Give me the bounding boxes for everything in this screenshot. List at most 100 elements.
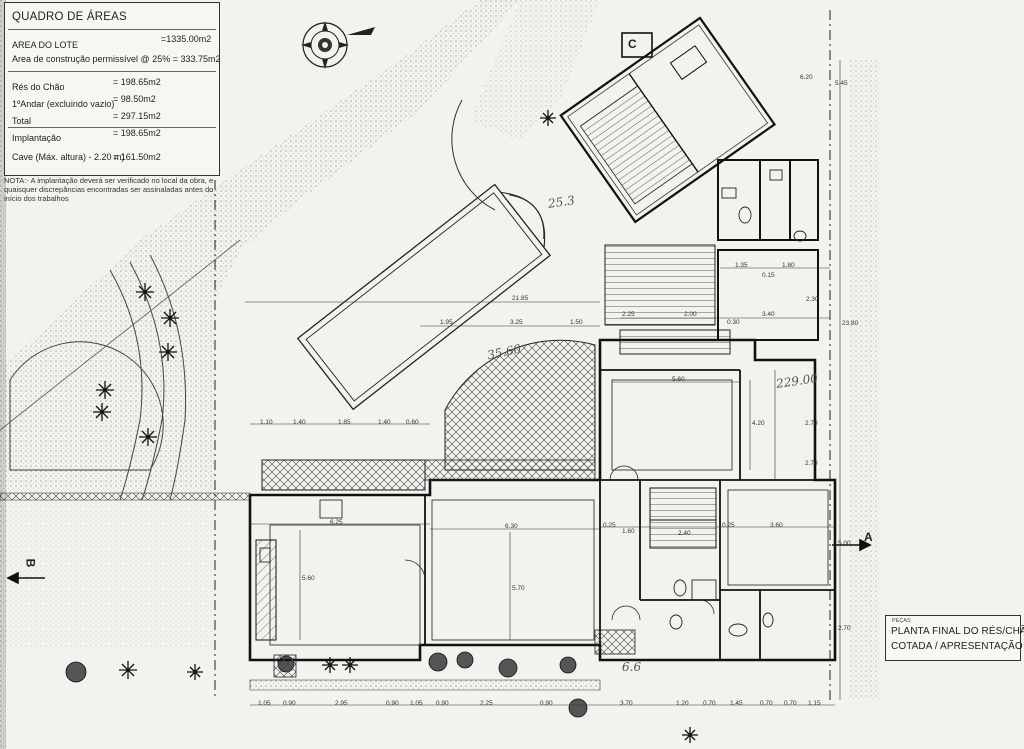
dimension-label: 5.45 <box>835 80 848 87</box>
dimension-label: 1.10 <box>260 419 273 426</box>
dimension-label: 1.60 <box>622 528 635 535</box>
dimension-label: 3.70 <box>620 700 633 707</box>
dimension-label: 0.90 <box>436 700 449 707</box>
area-row-label: Rés do Chão <box>12 82 65 92</box>
handwritten-note: 6.6 <box>622 660 642 674</box>
dimension-label: 0.90 <box>283 700 296 707</box>
dimension-label: 0.60 <box>406 419 419 426</box>
area-row-value: = 161.50m2 <box>113 152 161 162</box>
dimension-label: 1.20 <box>676 700 689 707</box>
section-label-c: C <box>628 37 637 51</box>
boundary-wall-west <box>0 492 251 501</box>
sheet-label: PEÇAS <box>892 618 911 624</box>
dimension-label: 1.35 <box>735 262 748 269</box>
kitchen-counter <box>255 539 277 641</box>
dimension-label: 1.80 <box>782 262 795 269</box>
dimension-label: 6.30 <box>505 523 518 530</box>
area-row-label: Area de construção permissível @ 25% = 3… <box>12 54 221 64</box>
area-table-title: QUADRO DE ÁREAS <box>12 11 127 23</box>
dimension-label: 1.05 <box>258 700 271 707</box>
dimension-label: 2.70 <box>805 420 818 427</box>
dimension-label: 1.85 <box>338 419 351 426</box>
kitchen-outline <box>269 524 421 646</box>
garden-gravel-east <box>850 60 880 700</box>
dimension-label: 6.25 <box>330 519 343 526</box>
round-terrace <box>444 339 596 471</box>
dimension-label: 1.15 <box>808 700 821 707</box>
section-marker-a <box>832 538 872 552</box>
dimension-label: 0.70 <box>703 700 716 707</box>
dimension-label: 5.60 <box>672 376 685 383</box>
dimension-label: 21.85 <box>512 295 529 302</box>
section-marker-b <box>6 571 45 585</box>
dimension-label: 6.20 <box>800 74 813 81</box>
dimension-label: 2.70 <box>805 460 818 467</box>
garden-gravel-west <box>0 0 520 490</box>
property-line-diag <box>0 239 241 431</box>
garden-arc <box>451 99 496 211</box>
verandah-strip <box>261 459 426 491</box>
sheet-title-line2: COTADA / APRESENTAÇÃO <box>891 641 1023 652</box>
bedroom-outline <box>727 489 829 586</box>
dimension-label: 0.90 <box>540 700 553 707</box>
dimension-label: 23.80 <box>842 320 859 327</box>
door-swings <box>404 465 715 621</box>
section-marker-c <box>621 32 653 58</box>
area-row-label: Total <box>12 116 32 126</box>
dimension-label: 0.25 <box>722 522 735 529</box>
garden-gravel-north <box>470 0 600 140</box>
area-row-value: = 198.65m2 <box>113 128 161 138</box>
service-block <box>717 159 819 341</box>
living-dining-outline <box>431 499 595 641</box>
compass-icon <box>301 21 375 69</box>
area-row-value: = 98.50m2 <box>113 94 156 104</box>
interior-walls <box>424 369 835 660</box>
area-row-value: =1335.00m2 <box>161 34 212 44</box>
dimension-label: 1.45 <box>730 700 743 707</box>
dimension-label: 3.60 <box>770 522 783 529</box>
stove-icon <box>319 499 343 519</box>
dimension-label: 5.00 <box>838 540 851 547</box>
dimension-label: 1.40 <box>293 419 306 426</box>
dimension-label: 0.90 <box>386 700 399 707</box>
dimension-label: 0.15 <box>762 272 775 279</box>
dimension-label: 2.40 <box>678 530 691 537</box>
area-row-value: = 297.15m2 <box>113 111 161 121</box>
sanitary-fixtures <box>721 169 807 242</box>
bathroom-fixtures <box>669 579 774 637</box>
garden-round-bed <box>9 341 164 471</box>
area-table-rule <box>8 71 216 72</box>
dimension-label: 5.60 <box>302 575 315 582</box>
dimension-label: 1.50 <box>570 319 583 326</box>
dimension-label: 3.25 <box>510 319 523 326</box>
site-note: NOTA:- A implantação deverá ser verifica… <box>4 176 214 203</box>
entry-steps <box>619 329 731 355</box>
swimming-pool <box>296 183 552 411</box>
terrace-steps <box>604 244 716 326</box>
dimension-label: 4.20 <box>752 420 765 427</box>
sheet-title-line1: PLANTA FINAL DO RÉS/CHÃO <box>891 626 1024 637</box>
dimension-lines <box>245 60 841 706</box>
dimension-label: 2.70 <box>838 625 851 632</box>
area-table-rule <box>8 127 216 128</box>
dimension-label: 3.40 <box>762 311 775 318</box>
dimension-label: 1.05 <box>410 700 423 707</box>
area-row-label: 1ºAndar (excluindo vazio) <box>12 99 115 109</box>
area-row-label: AREA DO LOTE <box>12 40 79 50</box>
dimension-label: 2.30 <box>806 296 819 303</box>
section-label-b: B <box>23 558 38 568</box>
sheet-title-block: PEÇAS PLANTA FINAL DO RÉS/CHÃO COTADA / … <box>885 615 1024 661</box>
area-table: QUADRO DE ÁREAS AREA DO LOTE =1335.00m2 … <box>4 2 221 176</box>
shrub-icons <box>93 110 698 743</box>
dimension-label: 0.30 <box>727 319 740 326</box>
area-table-rule <box>8 29 216 30</box>
area-row-label: Cave (Máx. altura) - 2.20 m) <box>12 152 125 162</box>
interior-staircase <box>649 487 717 549</box>
dimension-label: 2.25 <box>622 311 635 318</box>
dimension-label: 2.25 <box>480 700 493 707</box>
dimension-label: 5.70 <box>512 585 525 592</box>
dimension-label: 1.40 <box>378 419 391 426</box>
lounge-outline <box>611 379 733 471</box>
section-label-a: A <box>864 530 873 544</box>
